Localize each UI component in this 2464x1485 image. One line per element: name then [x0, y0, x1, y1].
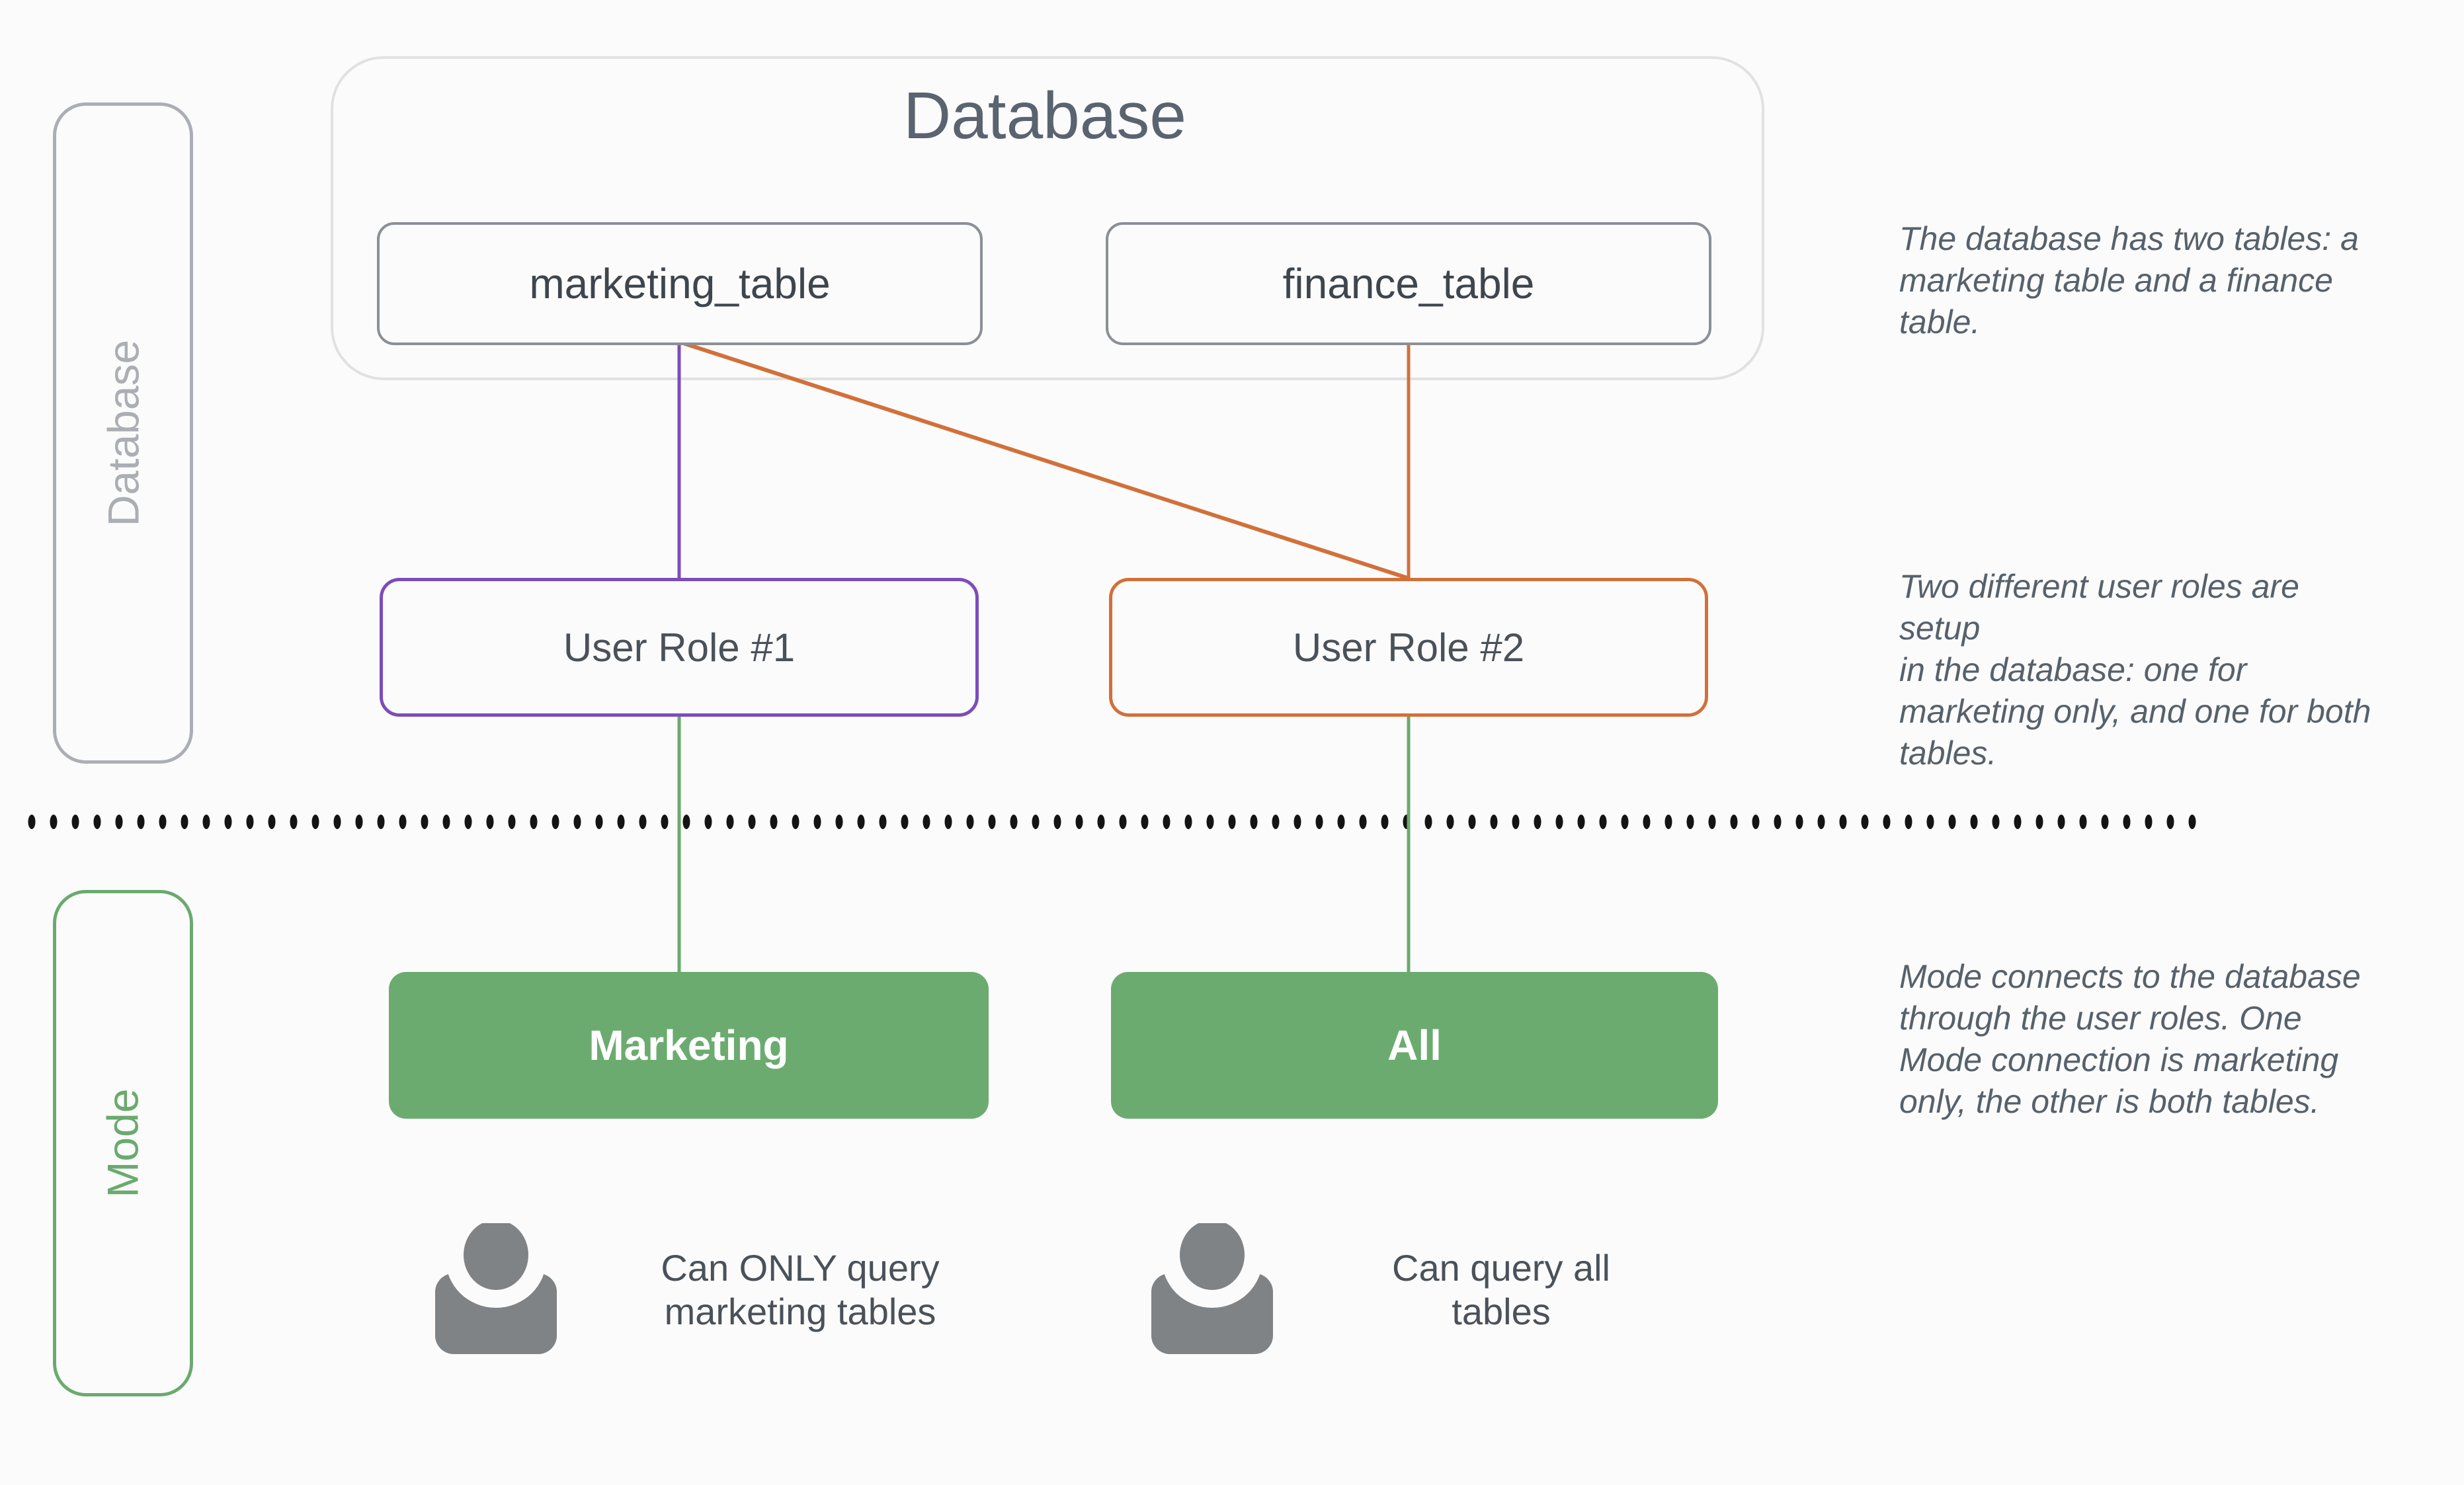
caption-marketing-access: Can ONLY query marketing tables: [595, 1246, 1005, 1334]
annotation-line: marketing table and a finance: [1899, 262, 2333, 299]
mode-connection-all-label: All: [1387, 1022, 1442, 1069]
person-icon: [1151, 1223, 1273, 1354]
user-role-2-label: User Role #2: [1292, 625, 1525, 670]
person-icon: [435, 1223, 557, 1354]
annotation-line: Two different user roles are setup: [1899, 568, 2299, 647]
annotation-line: tables.: [1899, 735, 1997, 772]
caption-line: Can query all: [1392, 1247, 1610, 1289]
caption-line: tables: [1452, 1291, 1551, 1332]
mode-side-label-box: Mode: [53, 890, 193, 1396]
line-marketing-to-role2: [682, 341, 1408, 580]
annotation-line: table.: [1899, 303, 1981, 341]
annotation-line: Mode connection is marketing: [1899, 1041, 2339, 1078]
caption-all-access: Can query all tables: [1336, 1246, 1666, 1334]
caption-line: Can ONLY query: [661, 1247, 940, 1289]
annotation-line: marketing only, and one for both: [1899, 693, 2371, 730]
mode-connection-marketing: Marketing: [389, 972, 989, 1119]
annotation-user-roles: Two different user roles are setup in th…: [1899, 566, 2375, 774]
annotation-line: only, the other is both tables.: [1899, 1083, 2320, 1120]
mode-side-label: Mode: [98, 1088, 147, 1198]
database-side-label: Database: [99, 339, 147, 527]
annotation-mode-connections: Mode connects to the database through th…: [1899, 956, 2375, 1123]
annotation-line: in the database: one for: [1899, 651, 2247, 688]
dotted-divider: [26, 815, 2199, 829]
database-container-box: [331, 56, 1764, 380]
database-side-label-box: Database: [53, 102, 193, 764]
annotation-line: The database has two tables: a: [1899, 220, 2359, 257]
annotation-line: through the user roles. One: [1899, 1000, 2302, 1037]
database-title: Database: [903, 79, 1187, 153]
user-role-1-label: User Role #1: [563, 625, 796, 670]
mode-connection-all: All: [1111, 972, 1718, 1119]
user-role-1-box: User Role #1: [380, 578, 979, 717]
marketing-table-box: marketing_table: [377, 222, 983, 345]
marketing-table-label: marketing_table: [529, 260, 831, 307]
caption-line: marketing tables: [664, 1291, 936, 1332]
mode-connection-marketing-label: Marketing: [589, 1022, 789, 1069]
user-role-2-box: User Role #2: [1109, 578, 1708, 717]
finance-table-box: finance_table: [1106, 222, 1711, 345]
finance-table-label: finance_table: [1282, 260, 1535, 307]
annotation-line: Mode connects to the database: [1899, 958, 2361, 995]
annotation-tables: The database has two tables: a marketing…: [1899, 218, 2375, 343]
